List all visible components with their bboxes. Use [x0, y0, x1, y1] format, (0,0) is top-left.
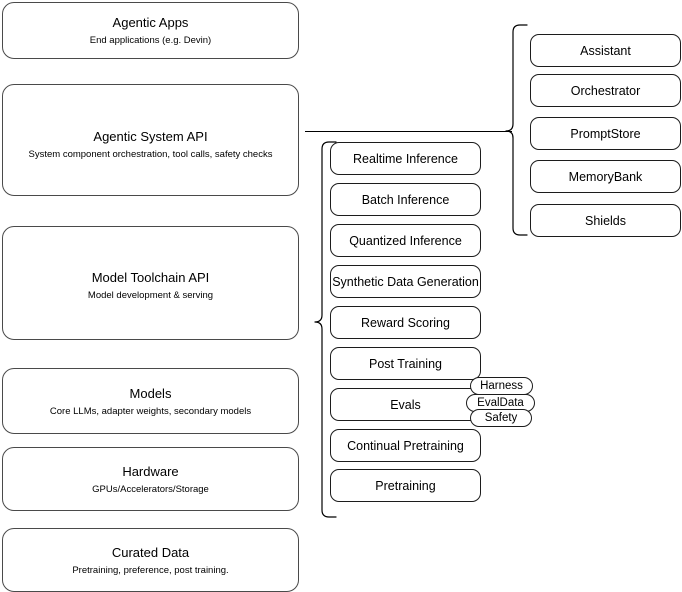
- toolchain-item-label: Reward Scoring: [361, 315, 450, 330]
- toolchain-item-realtime-inference[interactable]: Realtime Inference: [330, 142, 481, 175]
- stack-layer-agentic-system-api[interactable]: Agentic System API System component orch…: [2, 84, 299, 196]
- toolchain-item-label: Continual Pretraining: [347, 438, 464, 453]
- toolchain-item-label: Synthetic Data Generation: [332, 274, 479, 289]
- agentic-system-item-label: Shields: [585, 213, 626, 228]
- toolchain-item-label: Batch Inference: [361, 192, 450, 207]
- toolchain-item-continual-pretraining[interactable]: Continual Pretraining: [330, 429, 481, 462]
- stack-layer-agentic-apps[interactable]: Agentic Apps End applications (e.g. Devi…: [2, 2, 299, 59]
- agentic-system-item-promptstore[interactable]: PromptStore: [530, 117, 681, 150]
- eval-tag-harness[interactable]: Harness: [470, 377, 533, 395]
- stack-layer-subtitle: GPUs/Accelerators/Storage: [92, 483, 209, 495]
- toolchain-item-post-training[interactable]: Post Training: [330, 347, 481, 380]
- stack-layer-subtitle: Core LLMs, adapter weights, secondary mo…: [49, 405, 252, 417]
- stack-layer-model-toolchain-api[interactable]: Model Toolchain API Model development & …: [2, 226, 299, 340]
- toolchain-item-label: Realtime Inference: [353, 151, 458, 166]
- toolchain-item-evals[interactable]: Evals: [330, 388, 481, 421]
- brace-agentic-system-components: [505, 24, 528, 236]
- eval-tag-safety[interactable]: Safety: [470, 409, 532, 427]
- agentic-system-item-memorybank[interactable]: MemoryBank: [530, 160, 681, 193]
- stack-layer-models[interactable]: Models Core LLMs, adapter weights, secon…: [2, 368, 299, 434]
- eval-tag-label: Harness: [480, 380, 523, 392]
- agentic-system-item-shields[interactable]: Shields: [530, 204, 681, 237]
- stack-layer-subtitle: Pretraining, preference, post training.: [72, 564, 229, 576]
- agentic-system-item-label: PromptStore: [570, 126, 641, 141]
- stack-layer-title: Agentic Apps: [112, 15, 189, 30]
- stack-layer-title: Model Toolchain API: [91, 270, 210, 285]
- agentic-system-item-assistant[interactable]: Assistant: [530, 34, 681, 67]
- toolchain-item-synthetic-data-generation[interactable]: Synthetic Data Generation: [330, 265, 481, 298]
- toolchain-item-label: Post Training: [369, 356, 442, 371]
- toolchain-item-label: Quantized Inference: [349, 233, 462, 248]
- toolchain-item-label: Pretraining: [375, 478, 436, 493]
- stack-layer-subtitle: Model development & serving: [87, 290, 214, 301]
- stack-layer-title: Models: [129, 385, 172, 401]
- agentic-system-item-orchestrator[interactable]: Orchestrator: [530, 74, 681, 107]
- stack-layer-subtitle: End applications (e.g. Devin): [89, 35, 212, 46]
- stack-layer-curated-data[interactable]: Curated Data Pretraining, preference, po…: [2, 528, 299, 592]
- toolchain-item-batch-inference[interactable]: Batch Inference: [330, 183, 481, 216]
- toolchain-item-pretraining[interactable]: Pretraining: [330, 469, 481, 502]
- eval-tag-label: Safety: [484, 412, 518, 424]
- toolchain-item-quantized-inference[interactable]: Quantized Inference: [330, 224, 481, 257]
- stack-layer-subtitle: System component orchestration, tool cal…: [28, 149, 273, 160]
- stack-layer-hardware[interactable]: Hardware GPUs/Accelerators/Storage: [2, 447, 299, 511]
- toolchain-item-label: Evals: [390, 397, 421, 412]
- stack-layer-title: Agentic System API: [93, 129, 208, 144]
- stack-layer-title: Hardware: [122, 463, 179, 479]
- agentic-system-item-label: Orchestrator: [570, 83, 641, 98]
- agentic-system-item-label: MemoryBank: [568, 169, 643, 184]
- eval-tag-label: EvalData: [477, 397, 524, 409]
- toolchain-item-reward-scoring[interactable]: Reward Scoring: [330, 306, 481, 339]
- stack-layer-title: Curated Data: [111, 544, 190, 560]
- agentic-system-item-label: Assistant: [580, 43, 631, 58]
